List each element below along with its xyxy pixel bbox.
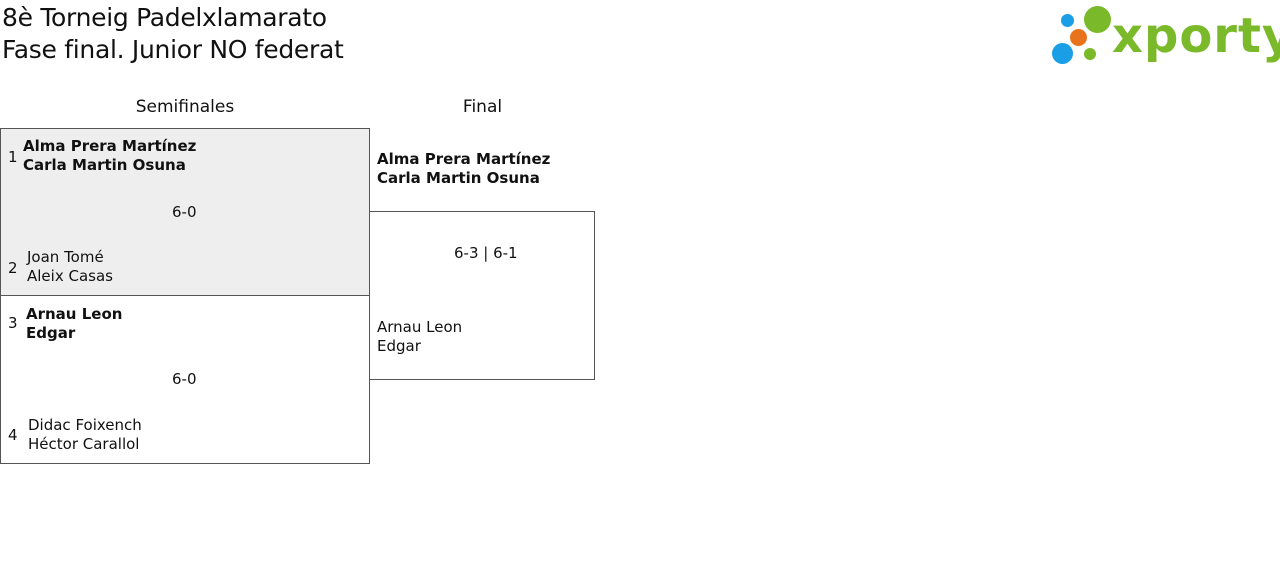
round-heading-final: Final <box>462 97 503 117</box>
logo-dot-green-large <box>1084 6 1111 33</box>
tournament-title: 8è Torneig Padelxlamarato <box>2 3 327 32</box>
team-player: Edgar <box>377 337 421 355</box>
logo-dot-blue-large <box>1052 43 1073 64</box>
seed-number: 4 <box>8 426 18 444</box>
logo-dot-green-small <box>1084 48 1096 60</box>
team-player: Joan Tomé <box>27 248 104 266</box>
logo-dot-orange <box>1070 29 1087 46</box>
logo-wordmark: xporty <box>1112 8 1280 64</box>
semifinal-match-2[interactable]: 3 Arnau Leon Edgar 6-0 4 Didac Foixench … <box>0 295 370 464</box>
team-player: Alma Prera Martínez <box>23 137 197 155</box>
team-player: Carla Martin Osuna <box>23 156 186 174</box>
team-player: Héctor Carallol <box>28 435 140 453</box>
logo-dot-blue-small <box>1061 14 1074 27</box>
final-winner-player: Alma Prera Martínez <box>377 150 551 168</box>
xporty-logo[interactable]: xporty <box>1050 4 1280 68</box>
team-player: Arnau Leon <box>377 318 463 336</box>
team-player: Edgar <box>26 324 76 342</box>
phase-subtitle: Fase final. Junior NO federat <box>2 35 344 64</box>
seed-number: 2 <box>8 259 18 277</box>
semifinal-match-1[interactable]: 1 Alma Prera Martínez Carla Martin Osuna… <box>0 128 370 296</box>
team-player: Aleix Casas <box>27 267 113 285</box>
seed-number: 3 <box>8 314 18 332</box>
final-winner-player: Carla Martin Osuna <box>377 169 540 187</box>
round-heading-semifinals: Semifinales <box>135 97 235 117</box>
match-score: 6-0 <box>172 203 197 221</box>
match-score: 6-3 | 6-1 <box>454 244 518 262</box>
final-match[interactable]: 6-3 | 6-1 Arnau Leon Edgar <box>369 211 595 380</box>
team-player: Didac Foixench <box>28 416 142 434</box>
seed-number: 1 <box>8 148 18 166</box>
team-player: Arnau Leon <box>26 305 123 323</box>
match-score: 6-0 <box>172 370 197 388</box>
